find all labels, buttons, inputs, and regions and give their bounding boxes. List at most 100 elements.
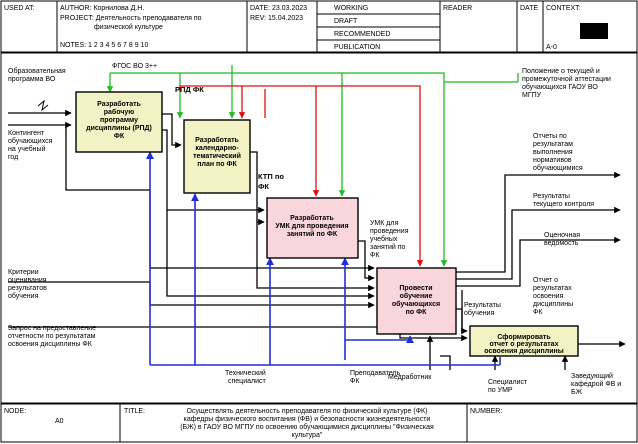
label-tech-2: специалист [228,378,266,385]
box5-line-2: отчет о результатах [490,341,559,348]
activity-box-2[interactable]: Разработать календарно- тематический пла… [183,119,251,194]
label-program-2: программа ВО [8,76,56,83]
date-column-label: DATE [520,5,538,12]
label-tech-1: Технический [225,369,266,377]
label-criteria-2: оценивания [8,277,47,284]
label-grades-1: Оценочная [544,232,580,239]
box2-line-2: календарно- [195,145,239,152]
project-line-2: физической культуре [94,23,163,31]
used-at-label: USED AT: [4,5,35,12]
label-contingent-4: год [8,154,18,161]
label-umk-2: проведения [370,228,409,235]
box1-line-1: Разработать [97,100,141,108]
label-fgos: ФГОС ВО 3++ [112,63,157,70]
title-line-2: кафедры физического воспитания (ФВ) и бе… [184,415,431,423]
label-head-3: БЖ [571,389,583,396]
label-report-4: дисциплины [533,301,573,308]
label-contingent-1: Контингент [8,130,45,137]
title-line-4: культура" [292,432,323,439]
box1-line-3: программу [100,117,138,124]
activity-box-3[interactable]: Разработать УМК для проведения занятий п… [266,197,359,259]
box4-line-3: обучающихся [392,300,440,308]
activity-box-1[interactable]: Разработать рабочую программу дисциплины… [75,91,163,153]
node-label: NODE: [4,408,26,415]
header-frame [0,0,638,53]
label-report-5: ФК [533,309,543,316]
label-umr-1: Специалист [488,379,528,386]
box3-line-1: Разработать [290,214,334,222]
box4-line-2: обучение [400,292,433,300]
box4-line-4: по ФК [406,309,427,316]
label-report-2: результатах [533,285,572,292]
context-black-box [580,23,608,39]
label-regulation-1: Положение о текущей и [522,67,600,75]
label-criteria-4: обучения [8,292,39,300]
label-ktp-1: КТП по [258,172,284,181]
context-node: A-0 [546,44,557,51]
label-umk-3: учебных [370,235,398,243]
title-label: TITLE: [124,408,145,415]
box2-line-1: Разработать [195,136,239,144]
title-line-3: (БЖ) в ГАОУ ВО МГПУ по освоению обучающи… [180,423,434,431]
status-recommended: RECOMMENDED [334,31,390,38]
box3-line-3: занятий по ФК [287,230,338,238]
label-contingent-2: обучающихся [8,137,53,145]
rev-label: REV: 15.04.2023 [250,15,303,22]
box3-line-2: УМК для проведения [275,223,348,230]
label-ktp-2: ФК [258,182,269,191]
box1-line-5: ФК [114,133,125,140]
red-controls [179,85,424,267]
diagram-border [0,52,638,404]
label-norms-3: выполнения [533,149,573,156]
label-request-3: освоения дисциплины ФК [8,341,93,348]
box5-line-3: освоения дисциплины [484,348,563,355]
label-umk-1: УМК для [370,220,398,227]
label-report-3: освоения [533,293,564,300]
label-report-1: Отчет о [533,277,558,284]
label-regulation-3: обучающихся ГАОУ ВО [522,83,598,91]
label-norms-4: нормативов [533,157,572,164]
label-head-2: кафедрой ФВ и [571,380,621,388]
label-medic: Медработник [388,373,432,381]
label-teacher-2: ФК [350,378,360,385]
label-contingent-3: на учебный [8,145,46,153]
label-regulation-4: МГПУ [522,92,542,99]
project-line-1: PROJECT: Деятельность преподавателя по [60,15,202,22]
label-training-results-1: Результаты [464,302,501,309]
title-line-1: Осуществлять деятельность преподавателя … [187,407,428,415]
box1-line-2: рабочую [104,108,135,116]
activity-box-4[interactable]: Провести обучение обучающихся по ФК [376,267,457,335]
flow-labels: Образовательная программа ВО Контингент … [8,63,621,396]
number-label: NUMBER: [470,408,502,415]
box5-line-1: Сформировать [497,334,551,341]
label-request-1: Запрос на предоставление [8,325,96,332]
label-regulation-2: промежуточной аттестации [522,75,611,83]
status-working: WORKING [334,5,368,12]
footer-frame [0,403,638,443]
label-umr-2: по УМР [488,387,513,394]
label-rpd: РПД ФК [175,85,204,94]
label-program-1: Образовательная [8,67,66,75]
status-publication: PUBLICATION [334,44,380,51]
label-norms-5: обучающимися [533,164,583,172]
label-norms-1: Отчеты по [533,133,567,140]
node-value: A0 [55,418,64,425]
blue-mechanisms [146,151,501,366]
box1-line-4: дисциплины (РПД) [86,125,152,132]
notes-label: NOTES: 1 2 3 4 5 6 7 8 9 10 [60,42,148,49]
label-training-results-2: обучения [464,309,495,317]
label-umk-5: ФК [370,252,380,259]
date-label: DATE: 23.03.2023 [250,5,307,12]
box4-line-1: Провести [399,285,432,292]
label-criteria-3: результатов [8,285,47,292]
label-current-1: Результаты [533,193,570,200]
green-controls [106,65,519,267]
label-head-1: Заведующий [571,372,613,380]
label-request-2: отчетности по результатам [8,333,96,340]
reader-label: READER [443,5,472,12]
label-norms-2: результатам [533,141,573,148]
activity-box-5[interactable]: Сформировать отчет о результатах освоени… [469,325,579,357]
author-label: AUTHOR: Корнилова Д.Н. [60,5,144,12]
status-draft: DRAFT [334,18,358,25]
